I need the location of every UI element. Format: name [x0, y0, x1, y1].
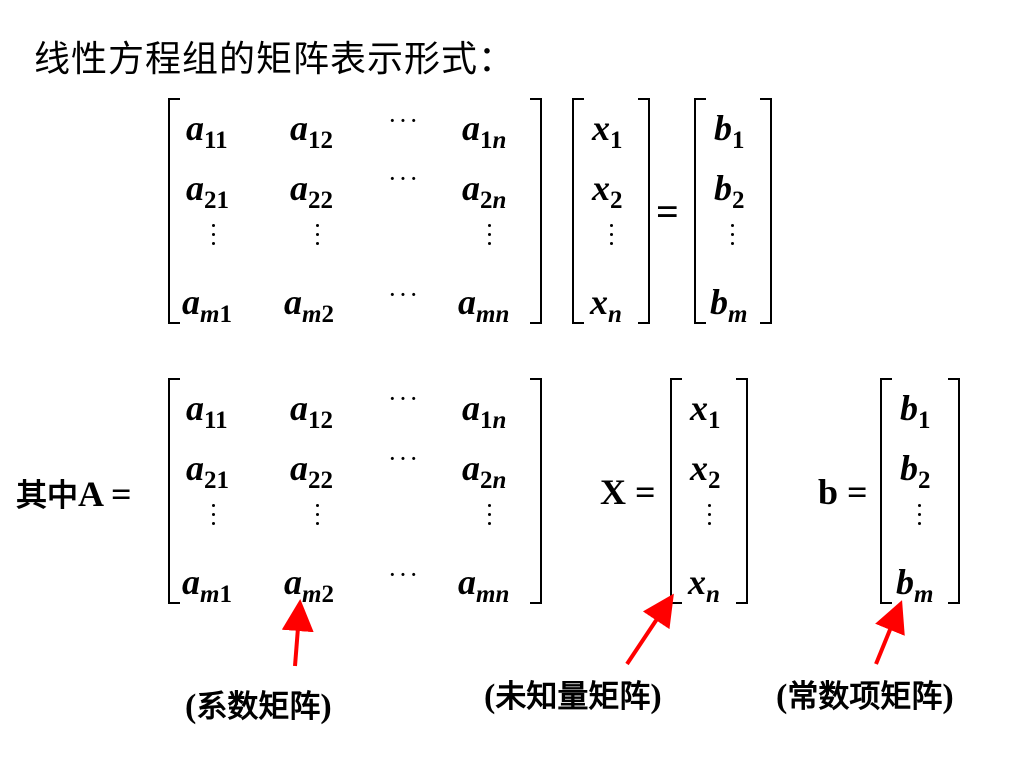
vector-entry: xn	[688, 562, 720, 608]
left-bracket	[572, 98, 584, 324]
vector-entry: bm	[710, 282, 748, 328]
vector-entry: b1	[714, 108, 745, 154]
vector-entry: xn	[590, 282, 622, 328]
horizontal-ellipsis: ···	[388, 280, 420, 309]
vertical-ellipsis	[212, 224, 216, 251]
left-bracket	[670, 378, 682, 604]
left-bracket	[168, 378, 180, 604]
vertical-ellipsis	[488, 504, 492, 531]
horizontal-ellipsis: ···	[388, 384, 420, 413]
matrix-entry: amn	[458, 282, 510, 328]
vertical-ellipsis	[708, 504, 712, 531]
matrix-entry: am2	[284, 282, 334, 328]
vertical-ellipsis	[212, 504, 216, 531]
arrow-icon	[625, 593, 674, 666]
vertical-ellipsis	[610, 224, 614, 251]
matrix-entry: a22	[290, 448, 333, 494]
right-bracket	[638, 98, 650, 324]
horizontal-ellipsis: ···	[388, 106, 420, 135]
vector-entry: b2	[900, 448, 931, 494]
vertical-ellipsis	[316, 224, 320, 251]
matrix-entry: a11	[186, 108, 228, 154]
matrix-entry: am1	[182, 562, 232, 608]
vector-entry: x2	[592, 168, 623, 214]
matrix-entry: a21	[186, 448, 229, 494]
label-b-definition: b =	[818, 472, 868, 512]
matrix-entry: a1n	[462, 388, 507, 434]
right-bracket	[530, 378, 542, 604]
vertical-ellipsis	[488, 224, 492, 251]
arrow-icon	[874, 600, 905, 665]
matrix-entry: am1	[182, 282, 232, 328]
label-A-definition: 其中A =	[16, 474, 132, 514]
right-bracket	[736, 378, 748, 604]
vertical-ellipsis	[918, 504, 922, 531]
vector-entry: x1	[592, 108, 623, 154]
caption-unknown-matrix: (未知量矩阵)	[484, 678, 662, 715]
caption-coefficient-matrix: (系数矩阵)	[185, 688, 332, 725]
equals-sign: =	[656, 189, 679, 234]
vector-entry: x1	[690, 388, 721, 434]
arrow-icon	[281, 599, 314, 667]
matrix-entry: amn	[458, 562, 510, 608]
matrix-entry: a12	[290, 388, 333, 434]
caption-constant-matrix: (常数项矩阵)	[776, 678, 954, 715]
vector-entry: b1	[900, 388, 931, 434]
vector-entry: bm	[896, 562, 934, 608]
matrix-entry: a21	[186, 168, 229, 214]
horizontal-ellipsis: ···	[388, 560, 420, 589]
horizontal-ellipsis: ···	[388, 444, 420, 473]
right-bracket	[530, 98, 542, 324]
matrix-entry: a1n	[462, 108, 507, 154]
vector-entry: b2	[714, 168, 745, 214]
matrix-entry: a22	[290, 168, 333, 214]
left-bracket	[694, 98, 706, 324]
vertical-ellipsis	[731, 224, 735, 251]
right-bracket	[948, 378, 960, 604]
horizontal-ellipsis: ···	[388, 164, 420, 193]
vector-entry: x2	[690, 448, 721, 494]
matrix-entry: a2n	[462, 448, 507, 494]
matrix-entry: a12	[290, 108, 333, 154]
label-X-definition: X =	[600, 472, 656, 512]
right-bracket	[760, 98, 772, 324]
matrix-entry: a11	[186, 388, 228, 434]
matrix-entry: a2n	[462, 168, 507, 214]
vertical-ellipsis	[316, 504, 320, 531]
left-bracket	[168, 98, 180, 324]
page-title: 线性方程组的矩阵表示形式：	[34, 39, 516, 80]
